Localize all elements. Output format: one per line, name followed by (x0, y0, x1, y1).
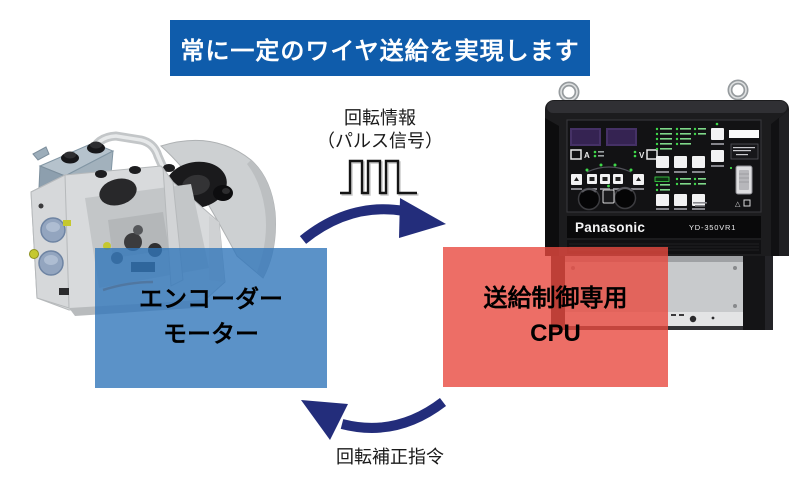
curved-arrow-left-icon (301, 397, 447, 440)
rotation-correction-text: 回転補正指令 (336, 447, 444, 467)
rotation-info-line2: （パルス信号） (317, 131, 443, 152)
lifting-eyebolt-icon (558, 79, 749, 103)
current-knob (577, 187, 601, 211)
warning-triangle-icon: △ (735, 201, 741, 208)
label-strip (729, 130, 759, 138)
control-panel: A V (566, 119, 762, 213)
cpu-box-line2: CPU (530, 320, 581, 347)
pulse-waveform-icon (340, 159, 419, 196)
power-switch (735, 165, 753, 195)
cpu-box-line1: 送給制御専用 (483, 285, 628, 313)
rotation-info-line1: 回転情報 (344, 108, 416, 128)
title-text: 常に一定のワイヤ送給を実現します (180, 37, 580, 65)
encoder-motor-line2: モーター (163, 321, 259, 348)
title-banner: 常に一定のワイヤ送給を実現します (170, 20, 590, 76)
voltage-knob (613, 186, 637, 210)
rotation-info-label: 回転情報 （パルス信号） (295, 107, 465, 154)
svg-text:V: V (639, 151, 645, 160)
machine-model-label: YD-350VR1 (689, 223, 736, 232)
cpu-box: 送給制御専用 CPU (443, 247, 668, 387)
svg-text:A: A (584, 151, 590, 160)
rotation-correction-label: 回転補正指令 (300, 443, 480, 469)
curved-arrow-right-icon (299, 198, 446, 244)
feeder-left-face (29, 174, 71, 309)
encoder-motor-box: エンコーダー モーター (95, 248, 327, 388)
encoder-motor-line1: エンコーダー (139, 286, 283, 314)
machine-brand-label: Panasonic (575, 220, 645, 235)
